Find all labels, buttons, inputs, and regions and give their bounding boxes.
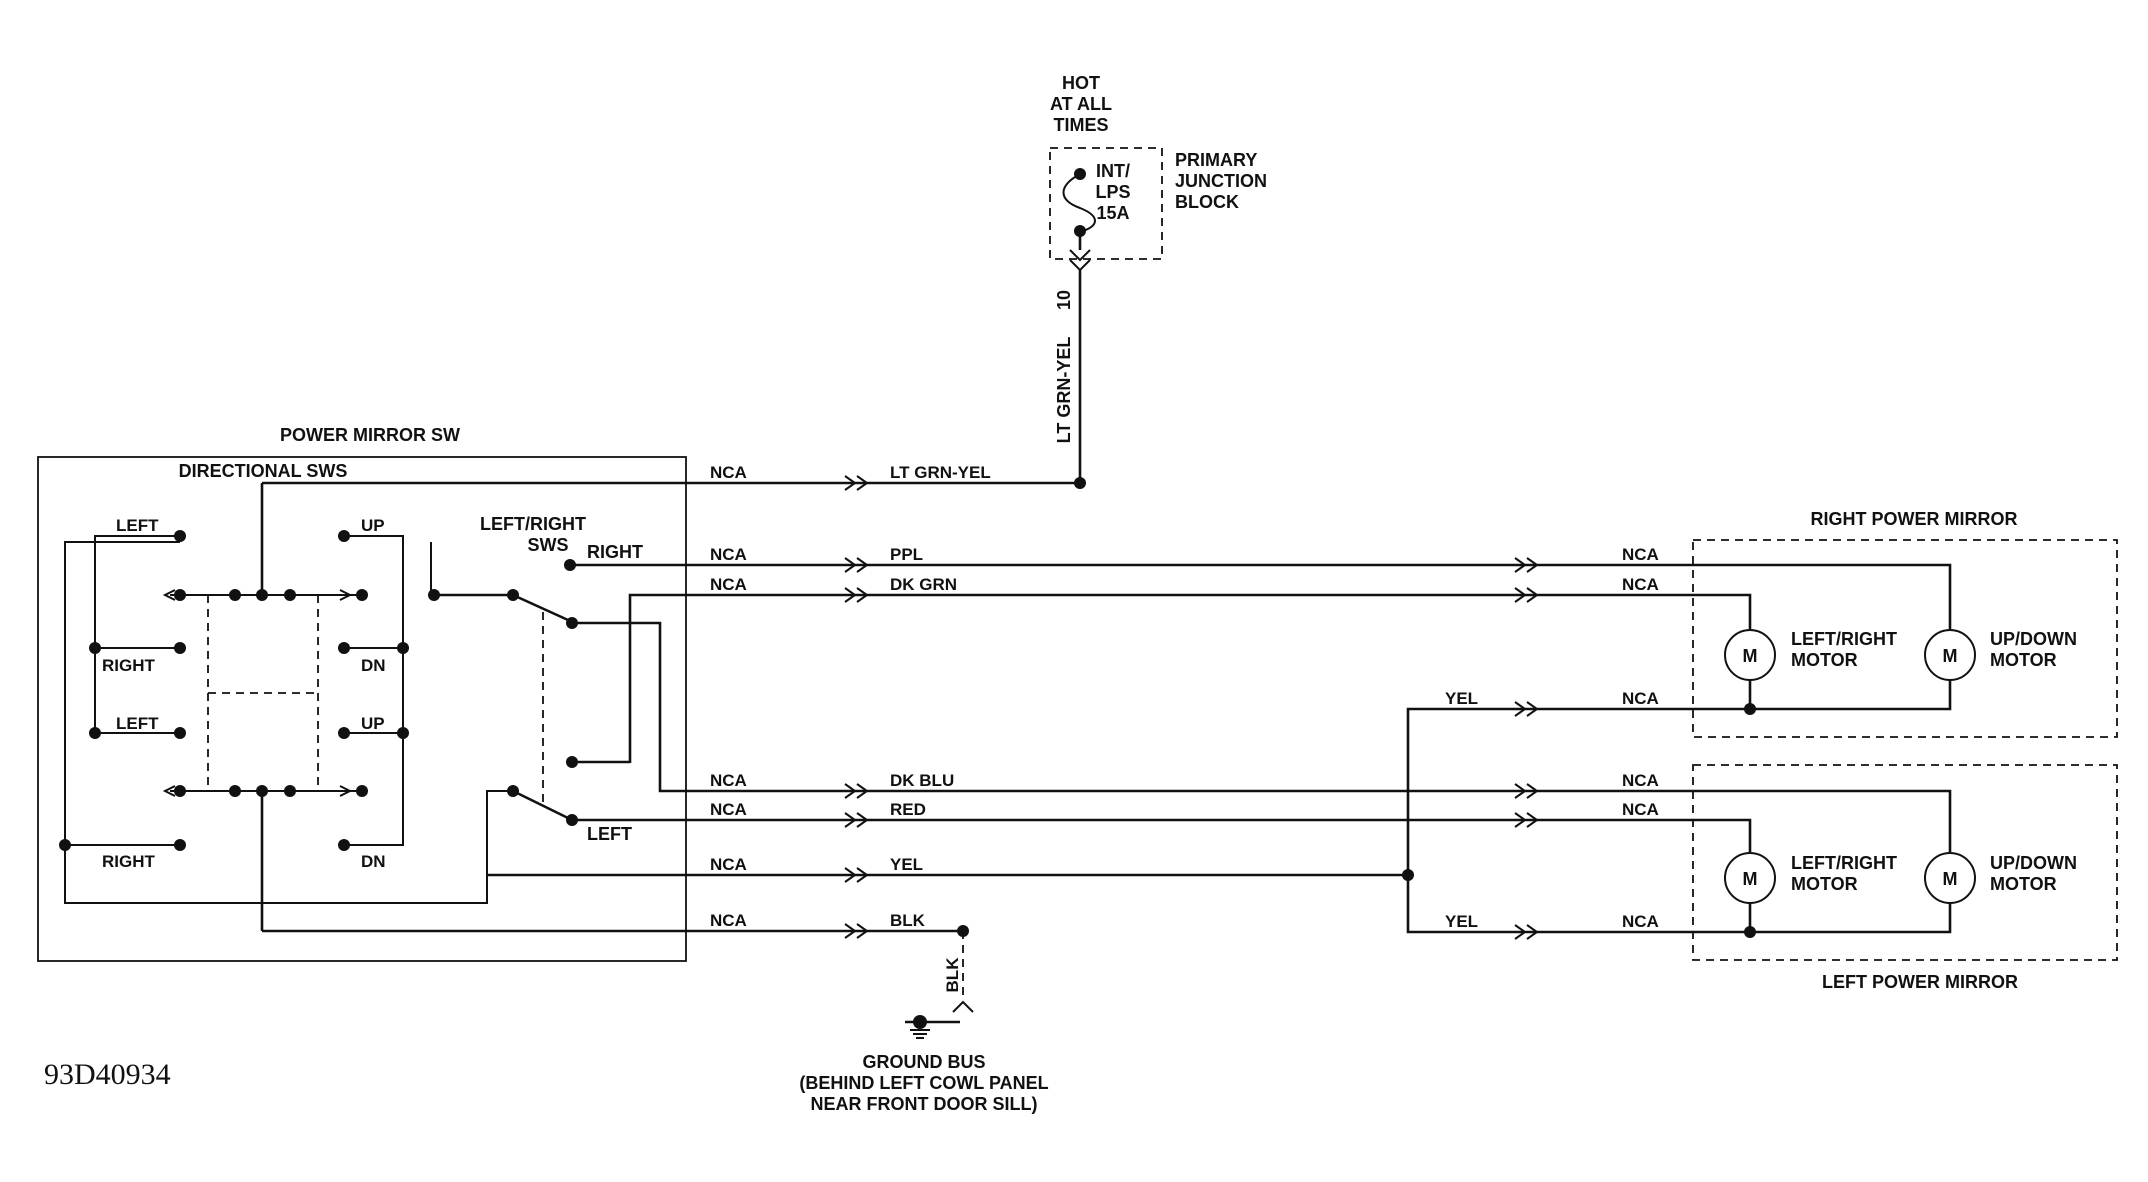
lr-sws-label-1: LEFT/RIGHT (480, 514, 586, 534)
nca-label: NCA (710, 800, 747, 819)
fuse-icon (1062, 168, 1096, 272)
wire-label-dk-grn: DK GRN (890, 575, 957, 594)
junction-block-label-3: BLOCK (1175, 192, 1239, 212)
lr-selector-switch (428, 559, 578, 826)
nca-label: NCA (710, 545, 747, 564)
wire-label-yel-bottom: YEL (1445, 912, 1478, 931)
connector-chevrons (844, 475, 1539, 940)
dir-right-bot: RIGHT (102, 852, 156, 871)
nca-label: NCA (1622, 545, 1659, 564)
wire-label-blk: BLK (890, 911, 926, 930)
left-lr-motor-label-1: LEFT/RIGHT (1791, 853, 1897, 873)
lr-right-label: RIGHT (587, 542, 643, 562)
right-mirror-box (1692, 539, 2118, 738)
junction-block-label-2: JUNCTION (1175, 171, 1267, 191)
junction-block-label-1: PRIMARY (1175, 150, 1257, 170)
nca-label: NCA (1622, 912, 1659, 931)
wire-label-yel: YEL (890, 855, 923, 874)
junction-block-box (1049, 147, 1163, 260)
left-power-mirror: LEFT POWER MIRROR M M LEFT/RIGHT MOTOR U… (1692, 764, 2118, 992)
switch-internal-wiring (64, 483, 513, 931)
dir-up-top: UP (361, 516, 385, 535)
nca-label: NCA (1622, 800, 1659, 819)
wire-label-lt-grn-yel: LT GRN-YEL (890, 463, 991, 482)
blk-vertical-label: BLK (943, 957, 962, 993)
fuse-label-3: 15A (1096, 203, 1129, 223)
pin-label: 10 (1054, 290, 1074, 310)
motor-symbol: M (1743, 869, 1758, 889)
switch-contacts (59, 530, 409, 851)
lr-left-label: LEFT (587, 824, 632, 844)
motor-symbol: M (1943, 646, 1958, 666)
nca-label: NCA (1622, 689, 1659, 708)
ground-bus: BLK GROUND BUS (BEHIND LEFT COWL PANEL N… (799, 925, 1049, 1114)
lr-sws-label-2: SWS (527, 535, 568, 555)
motor-icon (1924, 629, 1976, 681)
dir-up-bot: UP (361, 714, 385, 733)
hot-label-3: TIMES (1053, 115, 1108, 135)
harness-wires (262, 481, 1952, 934)
directional-label: DIRECTIONAL SWS (179, 461, 348, 481)
ground-label-3: NEAR FRONT DOOR SILL) (811, 1094, 1038, 1114)
wire-label-yel-top: YEL (1445, 689, 1478, 708)
nca-label: NCA (710, 911, 747, 930)
connector-labels-left: NCA NCA NCA NCA NCA NCA NCA (710, 463, 747, 930)
nca-label: NCA (1622, 771, 1659, 790)
motor-symbol: M (1743, 646, 1758, 666)
dir-left-top: LEFT (116, 516, 159, 535)
nca-label: NCA (710, 771, 747, 790)
hot-label-2: AT ALL (1050, 94, 1112, 114)
source-wire-label: LT GRN-YEL (1054, 337, 1074, 444)
dir-left-bot: LEFT (116, 714, 159, 733)
dir-dn-bot: DN (361, 852, 386, 871)
wire-label-dk-blu: DK BLU (890, 771, 954, 790)
right-ud-motor-label-1: UP/DOWN (1990, 629, 2077, 649)
right-mirror-title: RIGHT POWER MIRROR (1811, 509, 2018, 529)
left-ud-motor-label-2: MOTOR (1990, 874, 2057, 894)
switch-box (37, 456, 687, 962)
motor-symbol: M (1943, 869, 1958, 889)
ground-icon (910, 1022, 930, 1039)
nca-label: NCA (710, 463, 747, 482)
connector-labels-right: NCA NCA NCA NCA NCA NCA (1622, 545, 1659, 931)
fuse-label-1: INT/ (1096, 161, 1130, 181)
nca-label: NCA (1622, 575, 1659, 594)
nca-label: NCA (710, 855, 747, 874)
fuse-label-2: LPS (1095, 182, 1130, 202)
wire-label-ppl: PPL (890, 545, 923, 564)
right-lr-motor-label-1: LEFT/RIGHT (1791, 629, 1897, 649)
nca-label: NCA (710, 575, 747, 594)
right-power-mirror: RIGHT POWER MIRROR M M LEFT/RIGHT MOTOR … (1692, 509, 2118, 738)
power-mirror-switch: POWER MIRROR SW DIRECTIONAL SWS LEFT UP … (37, 425, 687, 962)
ground-label-1: GROUND BUS (862, 1052, 985, 1072)
left-lr-motor-label-2: MOTOR (1791, 874, 1858, 894)
dir-dn-top: DN (361, 656, 386, 675)
figure-code: 93D40934 (44, 1058, 171, 1091)
motor-icon (1724, 852, 1776, 904)
left-ud-motor-label-1: UP/DOWN (1990, 853, 2077, 873)
dir-right-top: RIGHT (102, 656, 156, 675)
power-source: HOT AT ALL TIMES INT/ LPS 15A PRIMARY JU… (1049, 73, 1267, 489)
right-ud-motor-label-2: MOTOR (1990, 650, 2057, 670)
left-mirror-box (1692, 764, 2118, 961)
motor-icon (1924, 852, 1976, 904)
hot-label-1: HOT (1062, 73, 1100, 93)
wire-color-labels: LT GRN-YEL PPL DK GRN DK BLU RED YEL BLK… (890, 463, 1478, 931)
left-mirror-title: LEFT POWER MIRROR (1822, 972, 2018, 992)
ground-label-2: (BEHIND LEFT COWL PANEL (799, 1073, 1048, 1093)
right-lr-motor-label-2: MOTOR (1791, 650, 1858, 670)
motor-icon (1724, 629, 1776, 681)
wire-label-red: RED (890, 800, 926, 819)
switch-title: POWER MIRROR SW (280, 425, 460, 445)
